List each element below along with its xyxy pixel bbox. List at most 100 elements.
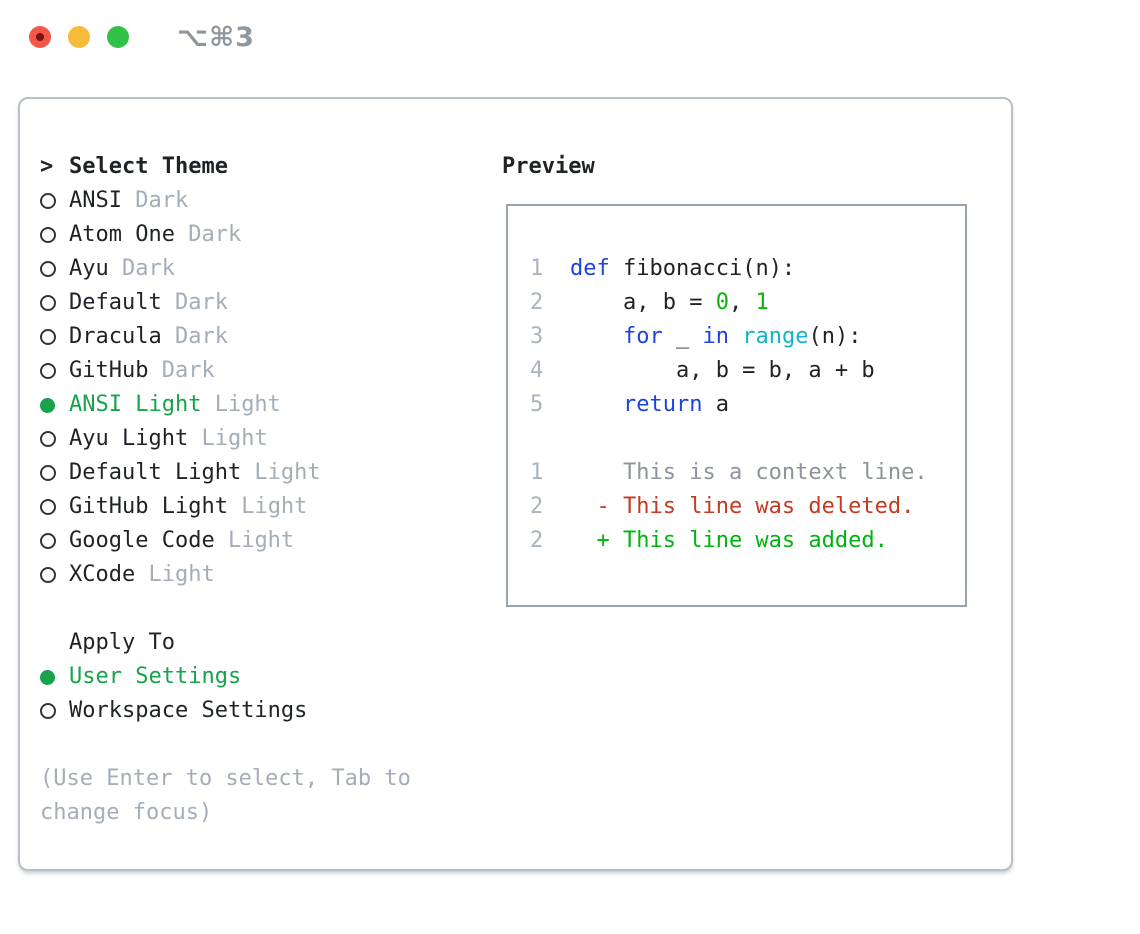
- radio-unselected-icon: [40, 465, 56, 481]
- theme-name: ANSI: [69, 188, 122, 213]
- preview-header: Preview: [502, 154, 595, 179]
- window-title: ⌥⌘3: [177, 21, 255, 53]
- code-line-4: 4 a, b = b, a + b: [530, 354, 965, 388]
- diff-line-added: 2 + This line was added.: [530, 524, 965, 558]
- radio-unselected-icon: [40, 567, 56, 583]
- theme-option-atom-one[interactable]: Atom One Dark: [40, 218, 490, 252]
- radio-unselected-icon: [40, 499, 56, 515]
- theme-name: XCode: [69, 562, 136, 587]
- theme-option-github-light[interactable]: GitHub Light Light: [40, 490, 490, 524]
- theme-name: GitHub Light: [69, 494, 228, 519]
- theme-option-ansi-light[interactable]: ANSI Light Light: [40, 388, 490, 422]
- theme-name: Ayu Light: [69, 426, 189, 451]
- minimize-button-icon[interactable]: [68, 26, 90, 48]
- diff-text: + This line was added.: [570, 528, 888, 553]
- apply-option-label: Workspace Settings: [69, 698, 308, 723]
- code-token-builtin: range: [742, 324, 809, 349]
- theme-variant-label: Dark: [148, 358, 215, 383]
- line-number: 2: [530, 528, 544, 553]
- theme-variant-label: Light: [214, 528, 295, 553]
- radio-unselected-icon: [40, 193, 56, 209]
- code-token-plain: (n):: [808, 324, 862, 349]
- theme-variant-label: Light: [241, 460, 321, 485]
- code-token-plain: [729, 320, 742, 354]
- theme-name: ANSI Light: [69, 392, 202, 417]
- code-token-plain: fibonacci(n):: [609, 256, 796, 281]
- code-token-plain: [570, 320, 623, 354]
- diff-line-context: 1 This is a context line.: [530, 456, 965, 490]
- diff-text: This is a context line.: [570, 460, 928, 485]
- help-text: (Use Enter to select, Tab to change focu…: [40, 766, 411, 825]
- diff-preview-block: 1 This is a context line. 2 - This line w…: [530, 456, 965, 558]
- select-theme-header: Select Theme: [69, 154, 228, 179]
- radio-unselected-icon: [40, 295, 56, 311]
- theme-name: Ayu: [69, 256, 109, 281]
- code-token-keyword: for: [622, 324, 663, 349]
- theme-variant-label: Dark: [161, 290, 228, 315]
- theme-name: Default Light: [69, 460, 242, 485]
- focus-cursor-icon: >: [40, 154, 54, 179]
- theme-name: GitHub: [69, 358, 149, 383]
- theme-name: Atom One: [69, 222, 175, 247]
- diff-text: - This line was deleted.: [570, 494, 915, 519]
- radio-unselected-icon: [40, 363, 56, 379]
- radio-unselected-icon: [40, 261, 56, 277]
- code-token-plain: a: [702, 392, 729, 417]
- zoom-button-icon[interactable]: [107, 26, 129, 48]
- code-token-number: 1: [755, 290, 769, 315]
- theme-variant-label: Dark: [161, 324, 228, 349]
- close-button-icon[interactable]: [29, 26, 51, 48]
- theme-variant-label: Dark: [108, 256, 175, 281]
- apply-option-label: User Settings: [69, 664, 242, 689]
- apply-to-header-row: Apply To: [40, 626, 490, 660]
- theme-option-ayu-light[interactable]: Ayu Light Light: [40, 422, 490, 456]
- code-token-plain: a, b =: [570, 290, 716, 315]
- apply-option-workspace-settings[interactable]: Workspace Settings: [40, 694, 490, 728]
- theme-option-dracula[interactable]: Dracula Dark: [40, 320, 490, 354]
- radio-unselected-icon: [40, 431, 56, 447]
- code-token-plain: a, b = b, a + b: [570, 358, 875, 383]
- theme-option-xcode[interactable]: XCode Light: [40, 558, 490, 592]
- line-number: 5: [530, 392, 544, 417]
- line-number: 1: [530, 460, 544, 485]
- code-token-keyword: in: [702, 324, 729, 349]
- theme-option-default[interactable]: Default Dark: [40, 286, 490, 320]
- apply-to-header: Apply To: [69, 630, 175, 655]
- theme-option-ayu[interactable]: Ayu Dark: [40, 252, 490, 286]
- theme-variant-label: Light: [188, 426, 268, 451]
- radio-unselected-icon: [40, 703, 56, 719]
- radio-unselected-icon: [40, 227, 56, 243]
- code-line-5: 5 return a: [530, 388, 965, 422]
- radio-unselected-icon: [40, 329, 56, 345]
- theme-option-github[interactable]: GitHub Dark: [40, 354, 490, 388]
- theme-name: Google Code: [69, 528, 215, 553]
- theme-option-google-code[interactable]: Google Code Light: [40, 524, 490, 558]
- code-line-1: 1 def fibonacci(n):: [530, 252, 965, 286]
- apply-option-user-settings[interactable]: User Settings: [40, 660, 490, 694]
- code-token-plain: ,: [728, 290, 756, 315]
- select-theme-header-row: > Select Theme: [40, 150, 490, 184]
- code-token-keyword: def: [570, 256, 610, 281]
- theme-option-ansi[interactable]: ANSI Dark: [40, 184, 490, 218]
- radio-selected-icon: [40, 669, 55, 685]
- code-token-number: 0: [715, 290, 729, 315]
- radio-selected-icon: [40, 397, 55, 413]
- theme-name: Dracula: [69, 324, 162, 349]
- line-number: 2: [530, 494, 544, 519]
- blank-line: [530, 422, 965, 456]
- code-line-3: 3 for _ in range(n):: [530, 320, 965, 354]
- code-line-2: 2 a, b = 0, 1: [530, 286, 965, 320]
- theme-variant-label: Light: [227, 494, 308, 519]
- code-token-plain: [570, 388, 623, 422]
- spacer: [40, 592, 490, 626]
- window-titlebar: ⌥⌘3: [29, 22, 255, 53]
- spacer: [40, 728, 490, 762]
- theme-option-default-light[interactable]: Default Light Light: [40, 456, 490, 490]
- line-number: 1: [530, 256, 544, 281]
